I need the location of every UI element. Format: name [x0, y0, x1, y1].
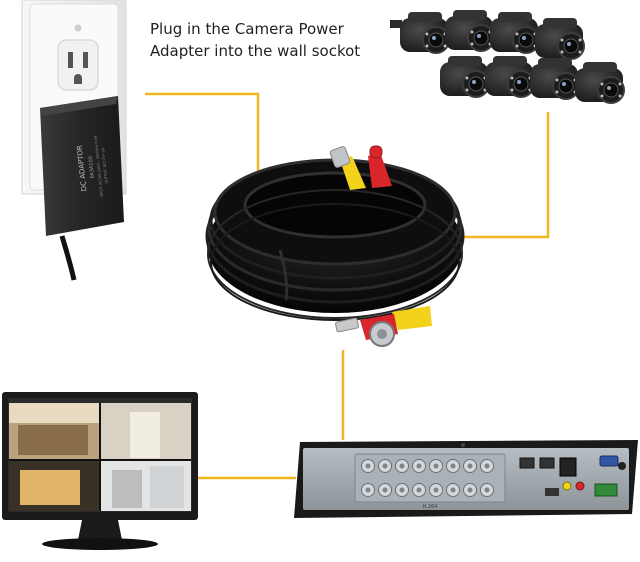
camera — [535, 18, 585, 60]
dvr-bnc-port — [429, 459, 443, 473]
camera — [445, 10, 495, 52]
camera — [575, 62, 625, 104]
power-adapter: DC ADAPTOR PA3A100 INPUT: AC100-240V~ 50… — [40, 96, 124, 281]
dvr-bnc-port — [480, 483, 494, 497]
camera — [440, 56, 490, 98]
connector-lines — [145, 92, 550, 480]
dvr-bnc-port — [395, 459, 409, 473]
caption-line-2: Adapter into the wall sockot — [150, 42, 361, 60]
adapter-label-output: OUTPUT: DC12V⎓1A — [101, 147, 109, 183]
cameras — [390, 10, 625, 104]
connector-adapter-to-cable — [145, 92, 260, 172]
monitor-screen — [9, 403, 191, 511]
dvr-bnc-port — [412, 459, 426, 473]
dvr-bnc-port — [446, 483, 460, 497]
dvr-bnc-port — [395, 483, 409, 497]
dvr-bnc-port — [378, 483, 392, 497]
dvr-bnc-port — [480, 459, 494, 473]
camera — [485, 56, 535, 98]
adapter-label-input: INPUT: AC100-240V~ 50/60Hz 0.5A — [94, 135, 105, 198]
dvr-bnc-port — [463, 459, 477, 473]
adapter-label-model: PA3A100 — [88, 156, 96, 179]
bnc-connector-top — [329, 145, 392, 190]
dvr-bnc-port — [378, 459, 392, 473]
caption-line-1: Plug in the Camera Power — [150, 20, 344, 38]
camera — [530, 58, 580, 100]
cable-coil — [205, 145, 465, 347]
dvr-brand: H.264 — [423, 504, 438, 510]
dvr-bnc-port — [412, 483, 426, 497]
caption: Plug in the Camera Power Adapter into th… — [150, 18, 380, 62]
dvr-bnc-port — [361, 459, 375, 473]
camera — [490, 12, 540, 54]
dvr-rear-ports: H.264 — [423, 455, 626, 510]
bnc-connector-bottom — [335, 306, 432, 347]
camera — [390, 12, 450, 54]
dvr: H.264 — [294, 440, 638, 518]
dvr-bnc-port — [361, 483, 375, 497]
dvr-bnc-port — [429, 483, 443, 497]
dvr-bnc-ports — [361, 459, 494, 497]
monitor — [2, 392, 198, 550]
dvr-bnc-port — [463, 483, 477, 497]
dvr-bnc-port — [446, 459, 460, 473]
connector-cameras-to-cable — [463, 112, 550, 239]
